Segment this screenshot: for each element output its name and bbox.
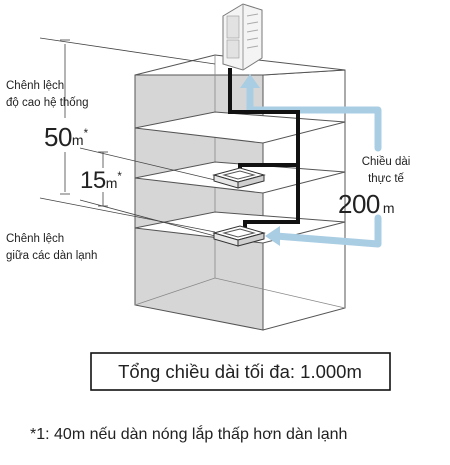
outdoor-unit [222,3,263,71]
height-system-label-line2: độ cao hệ thống [6,97,89,109]
indoor-unit-lower [212,225,266,247]
building [134,54,346,331]
footnote-text: *1: 40m nếu dàn nóng lắp thấp hơn dàn lạ… [30,424,347,443]
dimension-lines [39,37,216,237]
arrowhead-up [240,74,260,88]
arrowhead-left [265,226,280,246]
total-length-text: Tổng chiều dài tối đa: 1.000m [118,361,362,382]
height-system-label-line1: Chênh lệch [6,80,64,92]
height-system-value: 50m* [44,122,89,152]
arrow-to-outdoor-unit [246,82,382,152]
height-indoor-label-line2: giữa các dàn lạnh [6,250,97,262]
height-indoor-value: 15m* [80,167,122,194]
height-indoor-label-line1: Chênh lệch [6,233,64,245]
actual-length-label-line1: Chiều dài [362,156,411,168]
total-length-box [90,352,391,391]
actual-length-arrows [246,82,382,248]
actual-length-label-line2: thực tế [368,173,404,185]
indoor-unit-upper [212,167,266,189]
arrow-to-indoor-unit [272,214,382,248]
